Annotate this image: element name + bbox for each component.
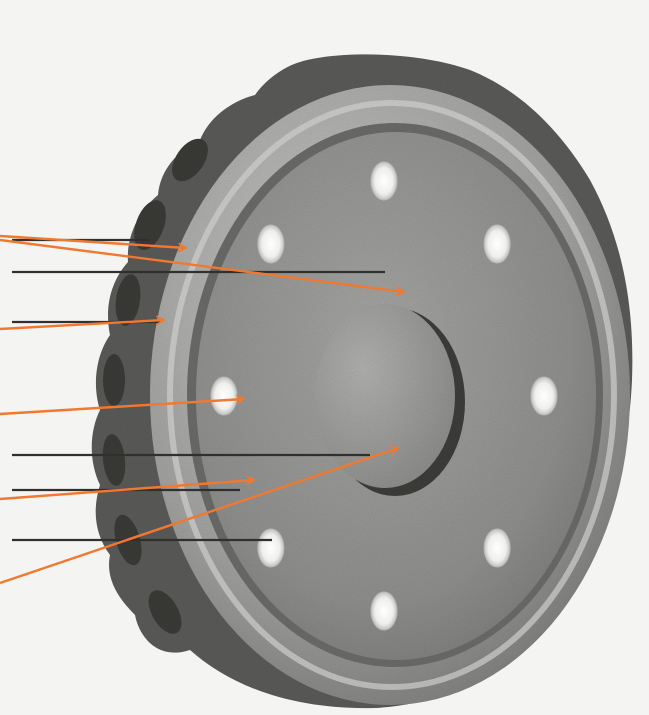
disc-hole — [211, 377, 237, 415]
disc-hole — [484, 529, 510, 567]
disc-hole — [484, 225, 510, 263]
disc-hole — [258, 529, 284, 567]
disc-hole — [531, 377, 557, 415]
center-hub — [315, 304, 455, 488]
disc-hole — [258, 225, 284, 263]
disc-hole — [371, 592, 397, 630]
disc-hole — [371, 162, 397, 200]
